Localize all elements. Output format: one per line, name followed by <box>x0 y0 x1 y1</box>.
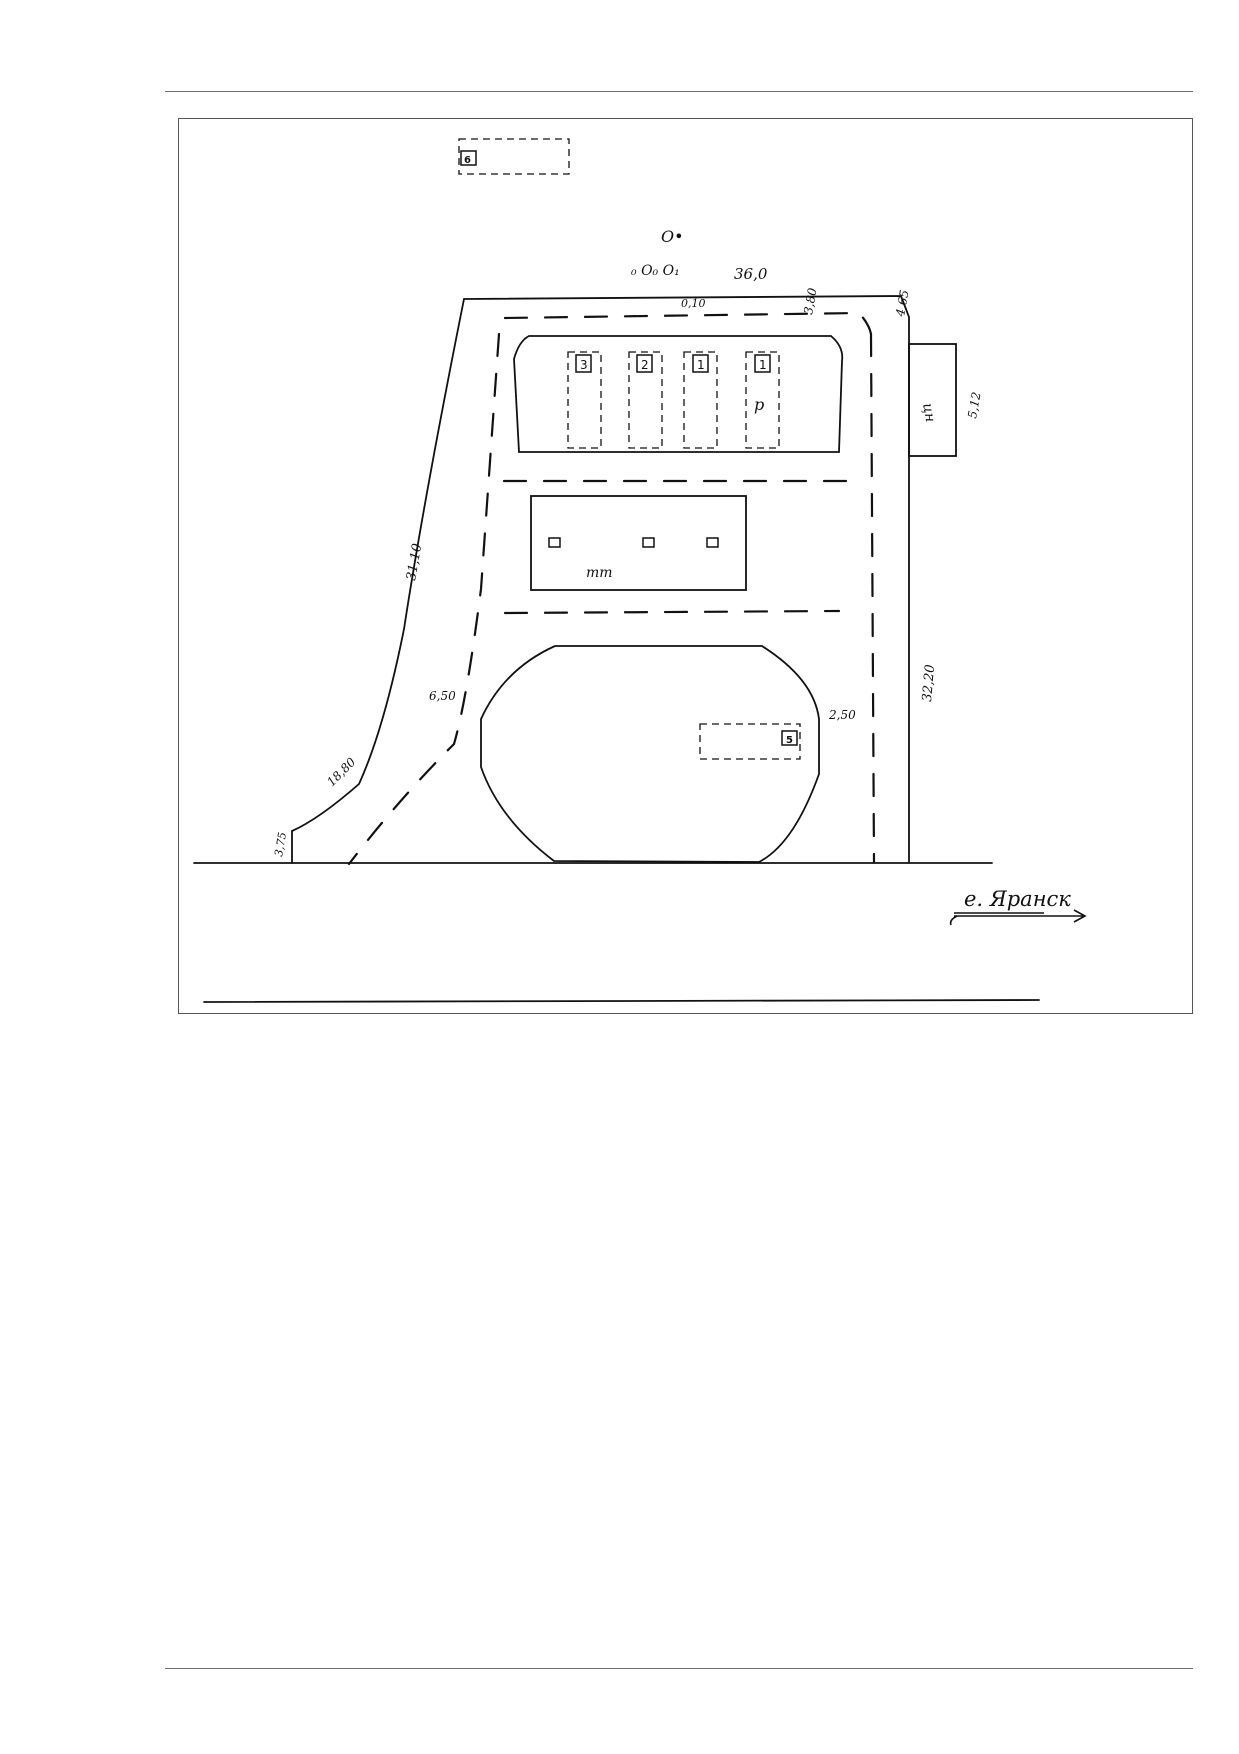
oval-dashed-box <box>699 723 801 760</box>
marker-oval-label: 5 <box>786 735 793 746</box>
street-arrow-icon <box>949 909 1087 926</box>
dim-left-curve-label: 18,80 <box>324 755 358 789</box>
parking-space-3 <box>683 351 718 449</box>
dim-left-inner-label: 6,50 <box>429 689 456 703</box>
parking-marker-2-label: 2 <box>641 358 649 372</box>
parking-space-2 <box>628 351 663 449</box>
building-window-3 <box>706 537 719 548</box>
driveway-right <box>869 332 876 864</box>
site-plan-drawing: O• ₀ O₀ O₁ 36,0 0,10 3,80 4,65 5,12 цн 3… <box>193 138 1087 1003</box>
plot-left-boundary <box>291 298 465 864</box>
dim-top-label: 36,0 <box>734 265 768 283</box>
parking-marker-3-box <box>692 354 709 373</box>
footer-rule <box>165 1668 1193 1669</box>
parking-marker-3-label: 1 <box>697 358 705 372</box>
header-rule <box>165 91 1193 92</box>
dim-left-long-label: 31,10 <box>404 542 425 581</box>
road-line-lower <box>203 999 1040 1003</box>
driveway-top <box>503 311 873 336</box>
dim-upper-right-label: 3,80 <box>801 286 819 315</box>
dim-left-end-label: 3,75 <box>272 831 289 857</box>
parking-marker-2-box <box>636 354 653 373</box>
dim-right-label: 32,20 <box>920 664 938 702</box>
dim-oval-right-label: 2,50 <box>828 708 856 722</box>
top-dashed-box <box>458 138 570 175</box>
dim-annex-label: 5,12 <box>965 391 983 420</box>
parking-marker-4-box <box>754 354 771 373</box>
parking-marker-1-label: 3 <box>580 358 588 372</box>
marker-top-label: 6 <box>464 155 471 166</box>
building-window-2 <box>642 537 655 548</box>
parking-letter: p <box>754 395 764 414</box>
parking-marker-4-label: 1 <box>759 358 767 372</box>
annex-building <box>908 343 957 457</box>
plot-outline <box>463 295 910 863</box>
parking-marker-1-box <box>575 354 592 373</box>
driveway-left <box>347 332 501 866</box>
parking-space-1 <box>567 351 602 449</box>
parking-space-4 <box>745 351 780 449</box>
street-label: е. Яранск <box>964 887 1071 911</box>
marker-top-box <box>460 150 477 166</box>
top-mark-b: ₀ O₀ O₁ <box>630 263 680 279</box>
site-plan-frame: O• ₀ O₀ O₁ 36,0 0,10 3,80 4,65 5,12 цн 3… <box>178 118 1193 1014</box>
top-mark-a: O• <box>661 227 684 246</box>
main-building <box>530 495 747 591</box>
marker-oval-box <box>781 730 798 746</box>
building-mark: тт <box>586 565 613 581</box>
driveway-mid-lower <box>503 609 841 615</box>
dim-inner-top-label: 0,10 <box>681 297 706 310</box>
annex-mark: цн <box>919 402 938 423</box>
parking-area <box>513 335 844 453</box>
building-window-1 <box>548 537 561 548</box>
dim-corner-label: 4,65 <box>893 289 912 319</box>
sports-field <box>480 645 820 863</box>
